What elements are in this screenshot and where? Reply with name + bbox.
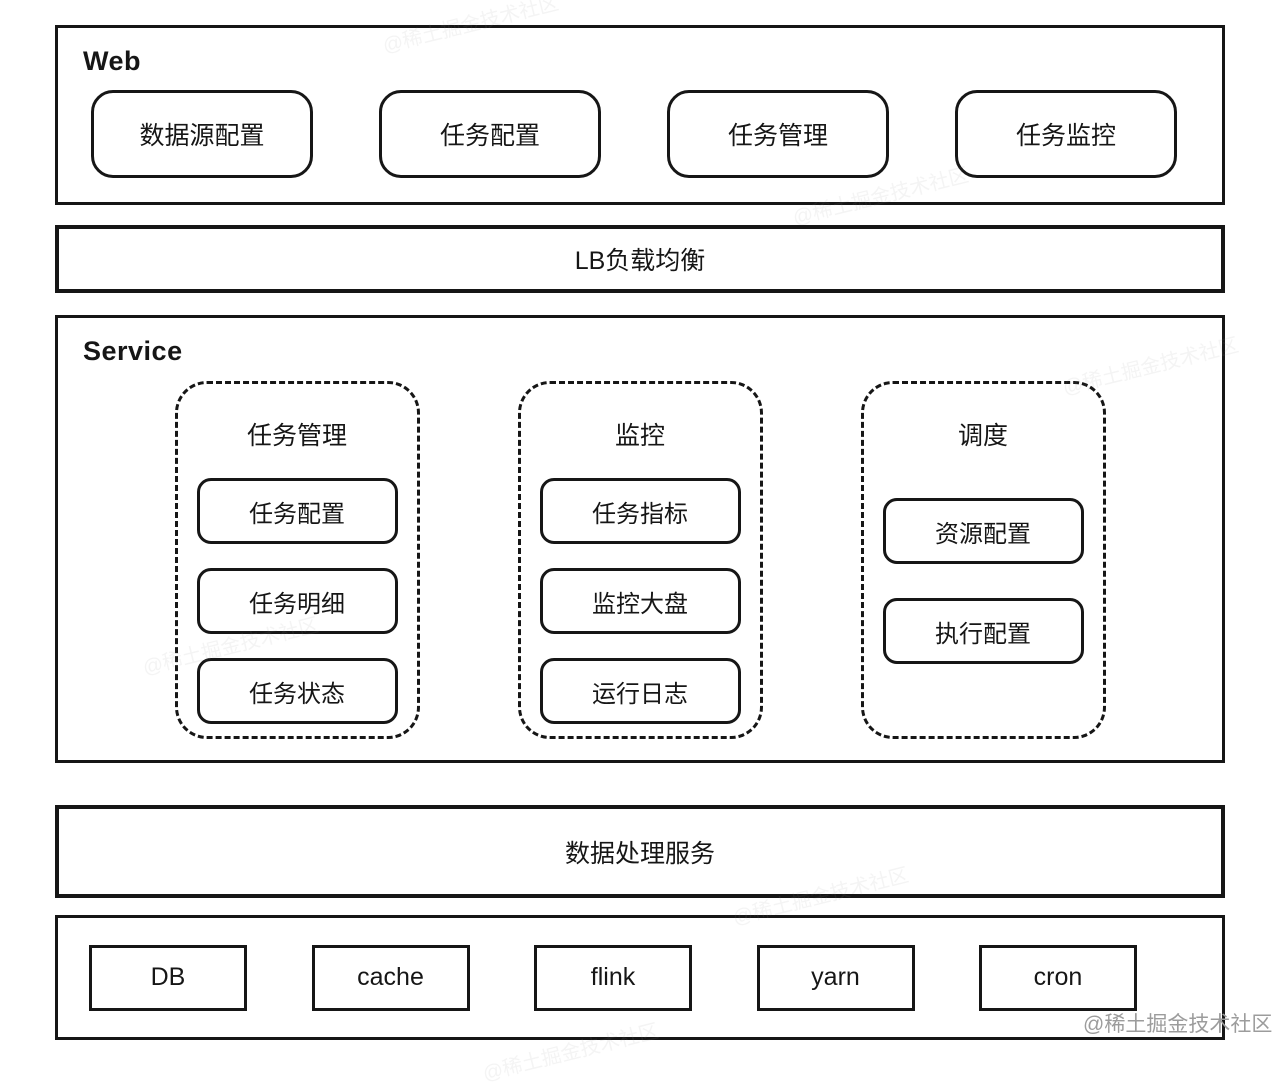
service-item-task-metrics: 任务指标 [539,478,741,544]
service-item-label: 任务配置 [249,500,345,528]
web-box-label: 任务管理 [727,122,828,150]
infra-layer: DB cache flink yarn cron [55,915,1225,1040]
infra-box-flink: flink [534,944,692,1011]
data-processing-bar: 数据处理服务 [55,805,1225,898]
service-item-monitoring-dashboard: 监控大盘 [539,568,741,634]
web-box-task-config: 任务配置 [379,90,601,178]
infra-box-label: flink [590,963,636,991]
infra-box-label: cache [357,963,424,991]
group-title: 监控 [614,422,665,450]
web-box-data-source-config: 数据源配置 [91,90,313,178]
group-items: 任务指标 监控大盘 运行日志 [539,478,741,744]
lb-load-balancer-bar: LB负载均衡 [55,225,1225,293]
infra-box-label: yarn [811,963,860,991]
infra-box-label: DB [150,963,186,991]
service-item-execution-config: 执行配置 [882,598,1084,664]
web-layer-title: Web [83,46,142,76]
web-box-row: 数据源配置 任务配置 任务管理 任务监控 [58,90,1222,178]
service-item-label: 任务状态 [249,680,345,708]
group-title: 调度 [957,422,1008,450]
web-box-label: 数据源配置 [139,122,265,150]
service-group-task-management: 任务管理 任务配置 任务明细 任务状态 [174,381,420,739]
service-item-task-config: 任务配置 [196,478,398,544]
service-layer-title: Service [83,336,183,366]
group-items: 资源配置 执行配置 [882,452,1084,736]
service-item-label: 执行配置 [935,620,1031,648]
service-item-task-detail: 任务明细 [196,568,398,634]
web-box-label: 任务监控 [1015,122,1116,150]
service-item-label: 监控大盘 [592,590,688,618]
infra-box-cache: cache [311,944,470,1011]
watermark: @稀土掘金技术社区 [1083,1013,1272,1036]
service-item-label: 资源配置 [935,520,1031,548]
service-group-scheduling: 调度 资源配置 执行配置 [860,381,1106,739]
service-item-label: 任务明细 [249,590,345,618]
service-item-resource-config: 资源配置 [882,498,1084,564]
infra-box-yarn: yarn [756,944,915,1011]
web-box-task-monitoring: 任务监控 [955,90,1177,178]
data-processing-label: 数据处理服务 [564,839,715,868]
service-item-label: 任务指标 [592,500,688,528]
group-title: 任务管理 [246,422,347,450]
infra-box-label: cron [1033,963,1083,991]
service-item-run-logs: 运行日志 [539,658,741,724]
web-layer: Web 数据源配置 任务配置 任务管理 任务监控 [55,25,1225,205]
architecture-diagram: Web 数据源配置 任务配置 任务管理 任务监控 LB负载均衡 Service … [55,0,1272,1085]
lb-label: LB负载均衡 [574,247,706,275]
web-box-label: 任务配置 [439,122,540,150]
service-item-label: 运行日志 [592,680,688,708]
service-item-task-status: 任务状态 [196,658,398,724]
service-group-monitoring: 监控 任务指标 监控大盘 运行日志 [517,381,763,739]
infra-box-db: DB [89,944,247,1011]
web-box-task-management: 任务管理 [667,90,889,178]
group-items: 任务配置 任务明细 任务状态 [196,478,398,744]
service-group-row: 任务管理 任务配置 任务明细 任务状态 监控 任务 [58,381,1222,739]
service-layer: Service 任务管理 任务配置 任务明细 任务状态 监控 [55,315,1225,763]
infra-box-cron: cron [979,944,1137,1011]
